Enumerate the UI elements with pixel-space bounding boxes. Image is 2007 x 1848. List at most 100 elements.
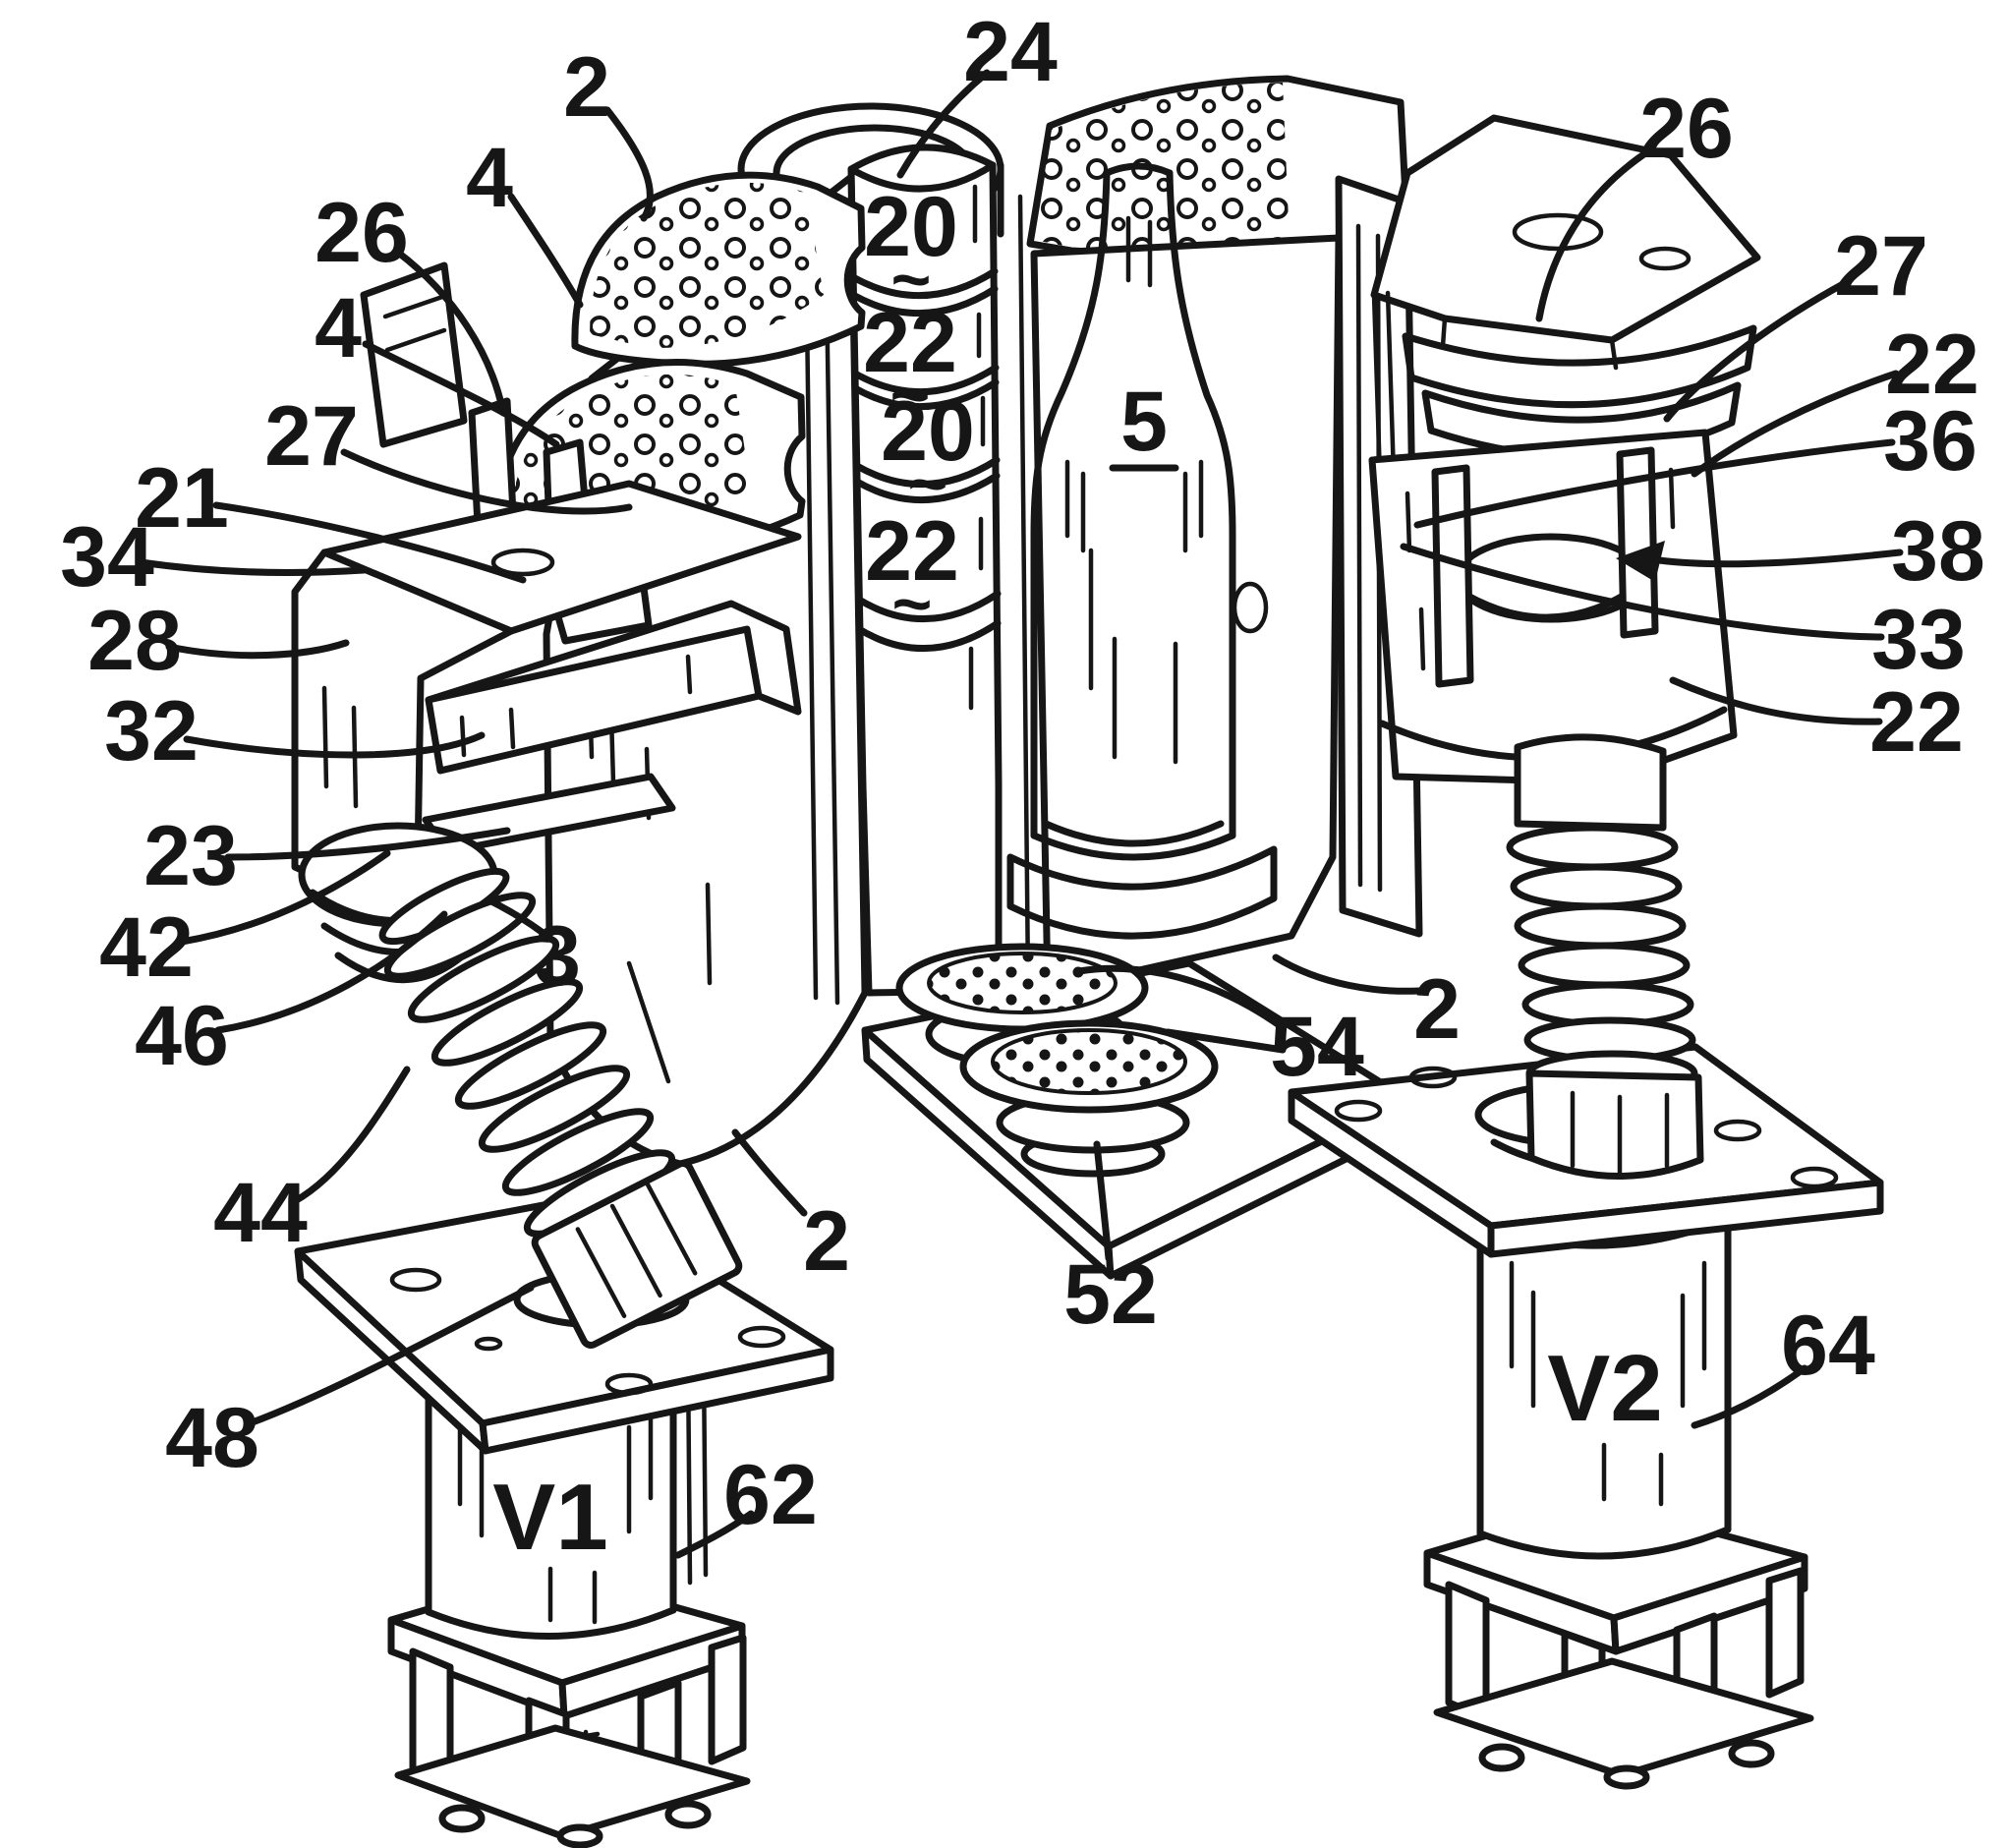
v1-foot-3 <box>664 1800 712 1829</box>
leader-line <box>731 1128 808 1217</box>
mount-plate-48-edge-front <box>479 1346 834 1455</box>
bellows-r-bottom-sleeve <box>1525 1069 1704 1180</box>
clamp-slot-right <box>1616 446 1659 639</box>
leader-line <box>1691 1364 1808 1429</box>
ref-label-4-upper: 4 <box>466 131 584 309</box>
reference-numeral: 23 <box>143 809 238 903</box>
valve-v2-assembly <box>1423 1215 1814 1790</box>
ref-label-36: 36 <box>1413 394 1978 529</box>
carrier-plate-26 <box>1370 114 1761 344</box>
reference-numeral: 42 <box>99 900 194 995</box>
leader-line <box>1164 1028 1287 1054</box>
leader-line <box>1669 676 1883 725</box>
parting-line <box>1017 194 1031 986</box>
ref-label-V1: V1 <box>492 1465 607 1570</box>
leader-line <box>291 1066 411 1205</box>
ref-label-22-b: 22~ <box>865 504 959 642</box>
bellows-l-ridge <box>478 1065 631 1153</box>
reference-numeral: 5 <box>1120 375 1168 469</box>
bottle-base <box>1030 820 1236 861</box>
bottle-neck-top <box>1103 162 1174 177</box>
leader-line <box>1075 964 1285 1030</box>
bellows-l-ridge <box>430 978 584 1067</box>
ref-label-27-right: 27 <box>1663 219 1928 423</box>
seal-plate-assembly <box>861 943 1411 1280</box>
bellows-r-ridge <box>1518 942 1691 989</box>
right-carrier-arm <box>1370 114 1761 481</box>
v1-post-4 <box>708 1634 747 1765</box>
clamp-bar-edge <box>425 625 763 704</box>
ring-separator-3 <box>853 456 1001 504</box>
leader-line <box>1535 145 1655 322</box>
v1-foot-1 <box>438 1804 486 1833</box>
leader-line <box>507 193 584 309</box>
valve-label: V2 <box>1547 1336 1662 1441</box>
ref-label-48: 48 <box>165 1284 535 1485</box>
leader-line <box>1691 370 1900 478</box>
arm-connector <box>1371 290 1619 481</box>
valve-label: V1 <box>492 1465 607 1570</box>
plate48-hole-3 <box>737 1325 786 1349</box>
ref-label-44: 44 <box>213 1066 411 1260</box>
bellows-l-ridge <box>407 935 560 1023</box>
reference-numeral: 22 <box>863 296 957 390</box>
v2-foot-1 <box>1478 1743 1525 1772</box>
reference-numeral: 4 <box>315 281 362 375</box>
disc-b-perforations <box>991 1028 1187 1095</box>
v2-foot-2 <box>1603 1764 1650 1790</box>
ref-label-46: 46 <box>135 910 448 1083</box>
bellows-r-ridge <box>1510 863 1683 910</box>
reference-numeral: 34 <box>60 510 154 605</box>
ref-label-22-right-lower: 22 <box>1669 675 1964 770</box>
ref-label-34: 34 <box>60 510 368 605</box>
bellows-l-ridge <box>501 1108 655 1196</box>
reference-numeral: 22 <box>1869 675 1964 770</box>
mount-plate-v2-edge-front <box>1487 1179 1884 1258</box>
plate48-hole-1 <box>389 1267 442 1293</box>
ref-label-33: 33 <box>1400 543 1966 687</box>
reference-numeral: 4 <box>466 131 513 225</box>
bellows-l-ridge <box>383 892 537 980</box>
reference-numeral: 33 <box>1871 593 1966 687</box>
plate-v2-hole-4 <box>1790 1166 1839 1189</box>
arc-band-27 <box>1402 324 1757 409</box>
ref-label-23: 23 <box>143 809 511 903</box>
leader-line <box>603 106 654 222</box>
plate26-hole-small <box>1638 246 1692 271</box>
leader-line <box>1655 549 1904 568</box>
bottle-left-contour <box>1030 169 1111 839</box>
ref-label-42: 42 <box>99 849 391 995</box>
reference-numeral: 24 <box>963 5 1058 99</box>
reference-numeral: 54 <box>1270 1000 1364 1094</box>
ring-separator-2 <box>851 364 1000 411</box>
bottle-right-contour <box>1166 169 1236 839</box>
right-mount-plate-assembly <box>1288 733 1884 1258</box>
bellows-l-ridge <box>454 1021 607 1110</box>
stack-top-arc <box>847 161 997 193</box>
clamp-bar-shading <box>459 654 693 758</box>
leader-line <box>1413 438 1896 529</box>
ref-label-26-left: 26 <box>315 186 507 417</box>
v1-foot-2 <box>556 1823 603 1848</box>
reference-numeral: 46 <box>135 989 229 1083</box>
bellows-r-top-sleeve <box>1514 733 1667 832</box>
v2-collar-edge-right <box>1610 1553 1808 1655</box>
reference-numeral: 27 <box>1834 219 1928 314</box>
left-bracket-slots <box>382 294 447 353</box>
leader-line <box>896 69 991 179</box>
ref-label-32: 32 <box>104 684 486 779</box>
reference-numeral: 20 <box>864 180 958 274</box>
reference-numeral: 22 <box>865 504 959 599</box>
leader-line <box>340 448 633 515</box>
ref-label-52: 52 <box>1063 1140 1158 1342</box>
clamp-bar-32 <box>425 600 802 775</box>
reference-numeral: 22 <box>1885 318 1979 412</box>
left-mount-plate-assembly <box>294 867 834 1455</box>
v1-base-plate <box>394 1724 751 1840</box>
plate-v2-hole-1 <box>1334 1099 1383 1123</box>
reference-numeral: 62 <box>723 1448 818 1542</box>
reference-numeral: 26 <box>1639 82 1734 176</box>
